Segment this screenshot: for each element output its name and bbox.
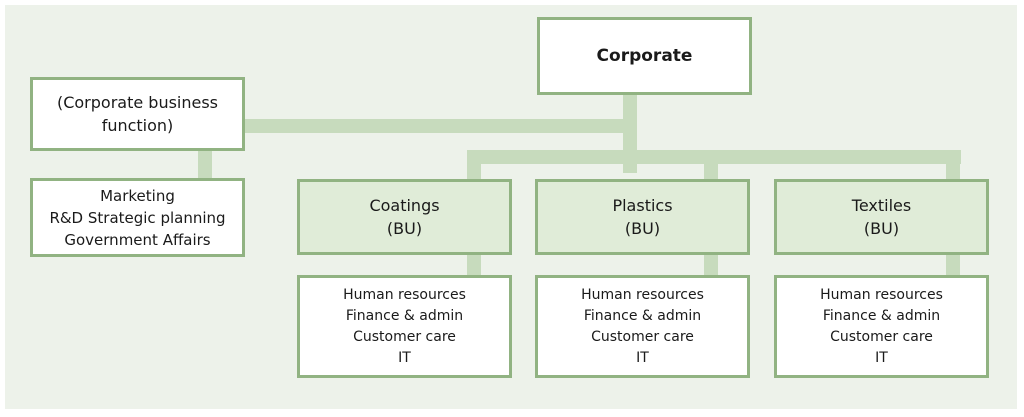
function-item: Marketing	[100, 186, 175, 205]
corporate-function-box: (Corporate business function)	[30, 77, 245, 151]
corporate-box: Corporate	[537, 17, 752, 95]
connector-bu-plastics	[704, 150, 718, 183]
corporate-label: Corporate	[596, 46, 693, 66]
bu-box-textiles: Textiles (BU)	[774, 179, 989, 255]
bu-tag: (BU)	[386, 219, 423, 238]
org-chart-canvas: Corporate (Corporate business function) …	[5, 5, 1017, 409]
dept-item: Customer care	[830, 328, 933, 345]
connector-bu-coatings	[467, 150, 481, 183]
dept-item: Human resources	[581, 286, 704, 303]
bu-tag: (BU)	[624, 219, 661, 238]
dept-box-textiles: Human resources Finance & admin Customer…	[774, 275, 989, 378]
bu-tag: (BU)	[863, 219, 900, 238]
function-item: Government Affairs	[64, 230, 211, 249]
connector-coatings-depts	[467, 253, 481, 278]
connector-textiles-depts	[946, 253, 960, 278]
bu-name: Coatings	[369, 196, 440, 215]
dept-item: Customer care	[591, 328, 694, 345]
functions-box: Marketing R&D Strategic planning Governm…	[30, 178, 245, 257]
bu-box-plastics: Plastics (BU)	[535, 179, 750, 255]
dept-box-plastics: Human resources Finance & admin Customer…	[535, 275, 750, 378]
connector-plastics-depts	[704, 253, 718, 278]
dept-item: Finance & admin	[822, 307, 941, 324]
dept-item: IT	[398, 349, 411, 366]
function-item: R&D Strategic planning	[49, 208, 226, 227]
bu-name: Textiles	[851, 196, 912, 215]
dept-item: Finance & admin	[345, 307, 464, 324]
dept-item: Human resources	[343, 286, 466, 303]
dept-item: IT	[636, 349, 649, 366]
connector-function-horizontal	[241, 119, 637, 133]
bu-name: Plastics	[612, 196, 673, 215]
corporate-function-line: (Corporate business	[56, 93, 219, 112]
connector-bu-textiles	[946, 150, 960, 183]
dept-item: Human resources	[820, 286, 943, 303]
corporate-function-line: function)	[101, 116, 174, 135]
dept-item: Finance & admin	[583, 307, 702, 324]
dept-item: Customer care	[353, 328, 456, 345]
connector-function-down	[198, 149, 212, 184]
bu-box-coatings: Coatings (BU)	[297, 179, 512, 255]
dept-item: IT	[875, 349, 888, 366]
dept-box-coatings: Human resources Finance & admin Customer…	[297, 275, 512, 378]
